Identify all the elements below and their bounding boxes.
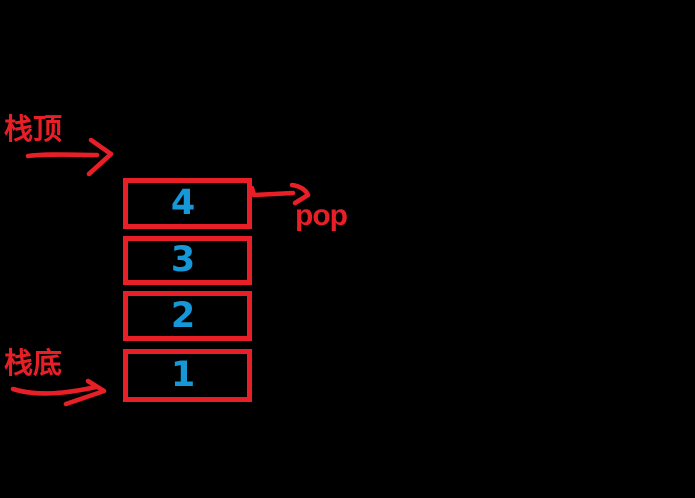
stack-item-value: 4 [170, 183, 196, 223]
pop-label: pop [295, 199, 348, 232]
stack-item-box: 2 [123, 291, 252, 341]
stack-bottom-label: 栈底 [4, 346, 63, 380]
pop-arrow-icon [249, 182, 311, 206]
stack-item-value: 1 [170, 355, 196, 395]
stack-item-box: 3 [123, 236, 252, 285]
stack-item-box: 4 [123, 178, 252, 229]
stack-item-value: 3 [170, 240, 196, 280]
stack-bottom-arrow-icon [10, 378, 107, 407]
stack-item-box: 1 [123, 349, 252, 402]
stack-top-arrow-icon [25, 137, 114, 177]
stack-item-value: 2 [170, 295, 196, 336]
stack-top-label: 栈顶 [4, 112, 63, 146]
